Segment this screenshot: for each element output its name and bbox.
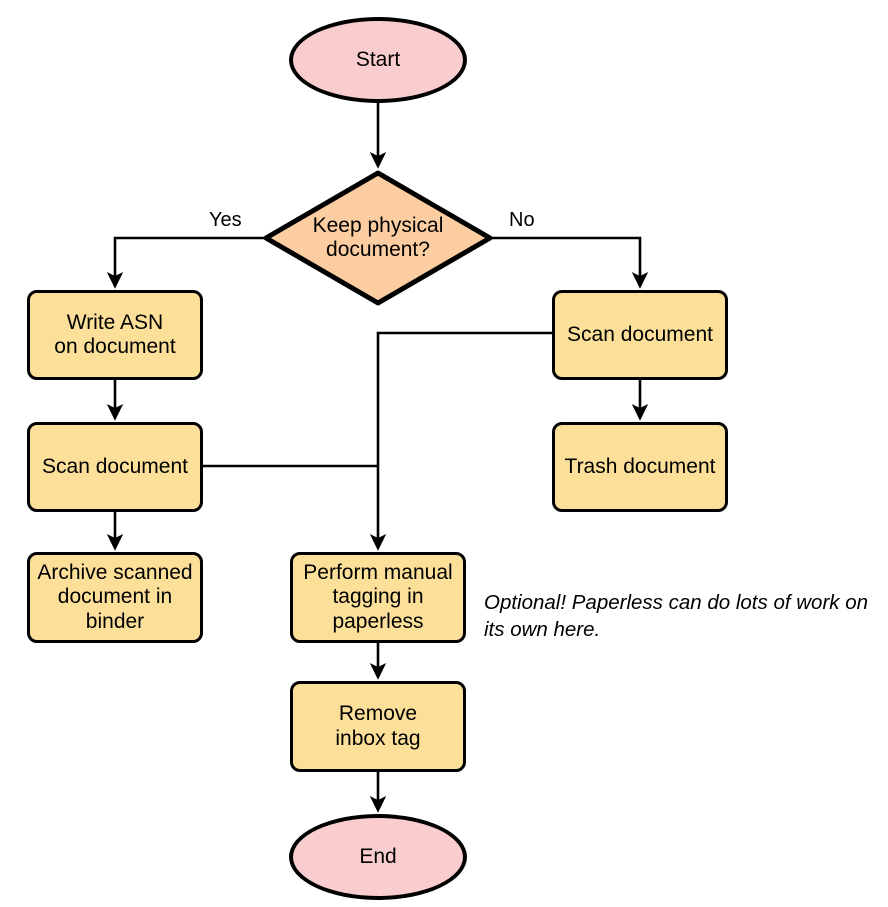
node-decision-keep-physical-document[interactable]: Keep physical document? [263,170,493,306]
node-archive-scanned-document[interactable]: Archive scanned document in binder [27,552,203,643]
node-scan-document-left-label: Scan document [42,454,188,478]
node-write-asn-label: Write ASN on document [54,310,176,358]
edge-decision-no [491,236,649,289]
node-scan-document-right[interactable]: Scan document [552,290,728,380]
edge-label-no: No [509,209,535,231]
edge-label-yes: Yes [209,209,242,231]
node-trash-document[interactable]: Trash document [552,422,728,512]
node-perform-manual-tagging-label: Perform manual tagging in paperless [303,560,453,633]
node-start-label: Start [355,47,401,71]
edge-scanright-to-tagging [369,331,552,551]
annotation-optional-note: Optional! Paperless can do lots of work … [484,591,869,641]
diamond-shape [263,170,493,306]
node-start[interactable]: Start [289,17,467,103]
edge-decision-yes [106,236,265,289]
node-end[interactable]: End [289,814,467,900]
node-scan-document-right-label: Scan document [567,322,713,346]
node-perform-manual-tagging[interactable]: Perform manual tagging in paperless [290,552,466,643]
node-remove-inbox-tag-label: Remove inbox tag [335,702,421,750]
node-scan-document-left[interactable]: Scan document [27,422,203,512]
node-trash-document-label: Trash document [564,454,716,478]
node-remove-inbox-tag[interactable]: Remove inbox tag [290,681,466,772]
node-write-asn[interactable]: Write ASN on document [27,290,203,380]
node-archive-scanned-document-label: Archive scanned document in binder [37,560,193,633]
node-end-label: End [359,844,397,868]
node-decision-label: Keep physical document? [312,213,444,261]
